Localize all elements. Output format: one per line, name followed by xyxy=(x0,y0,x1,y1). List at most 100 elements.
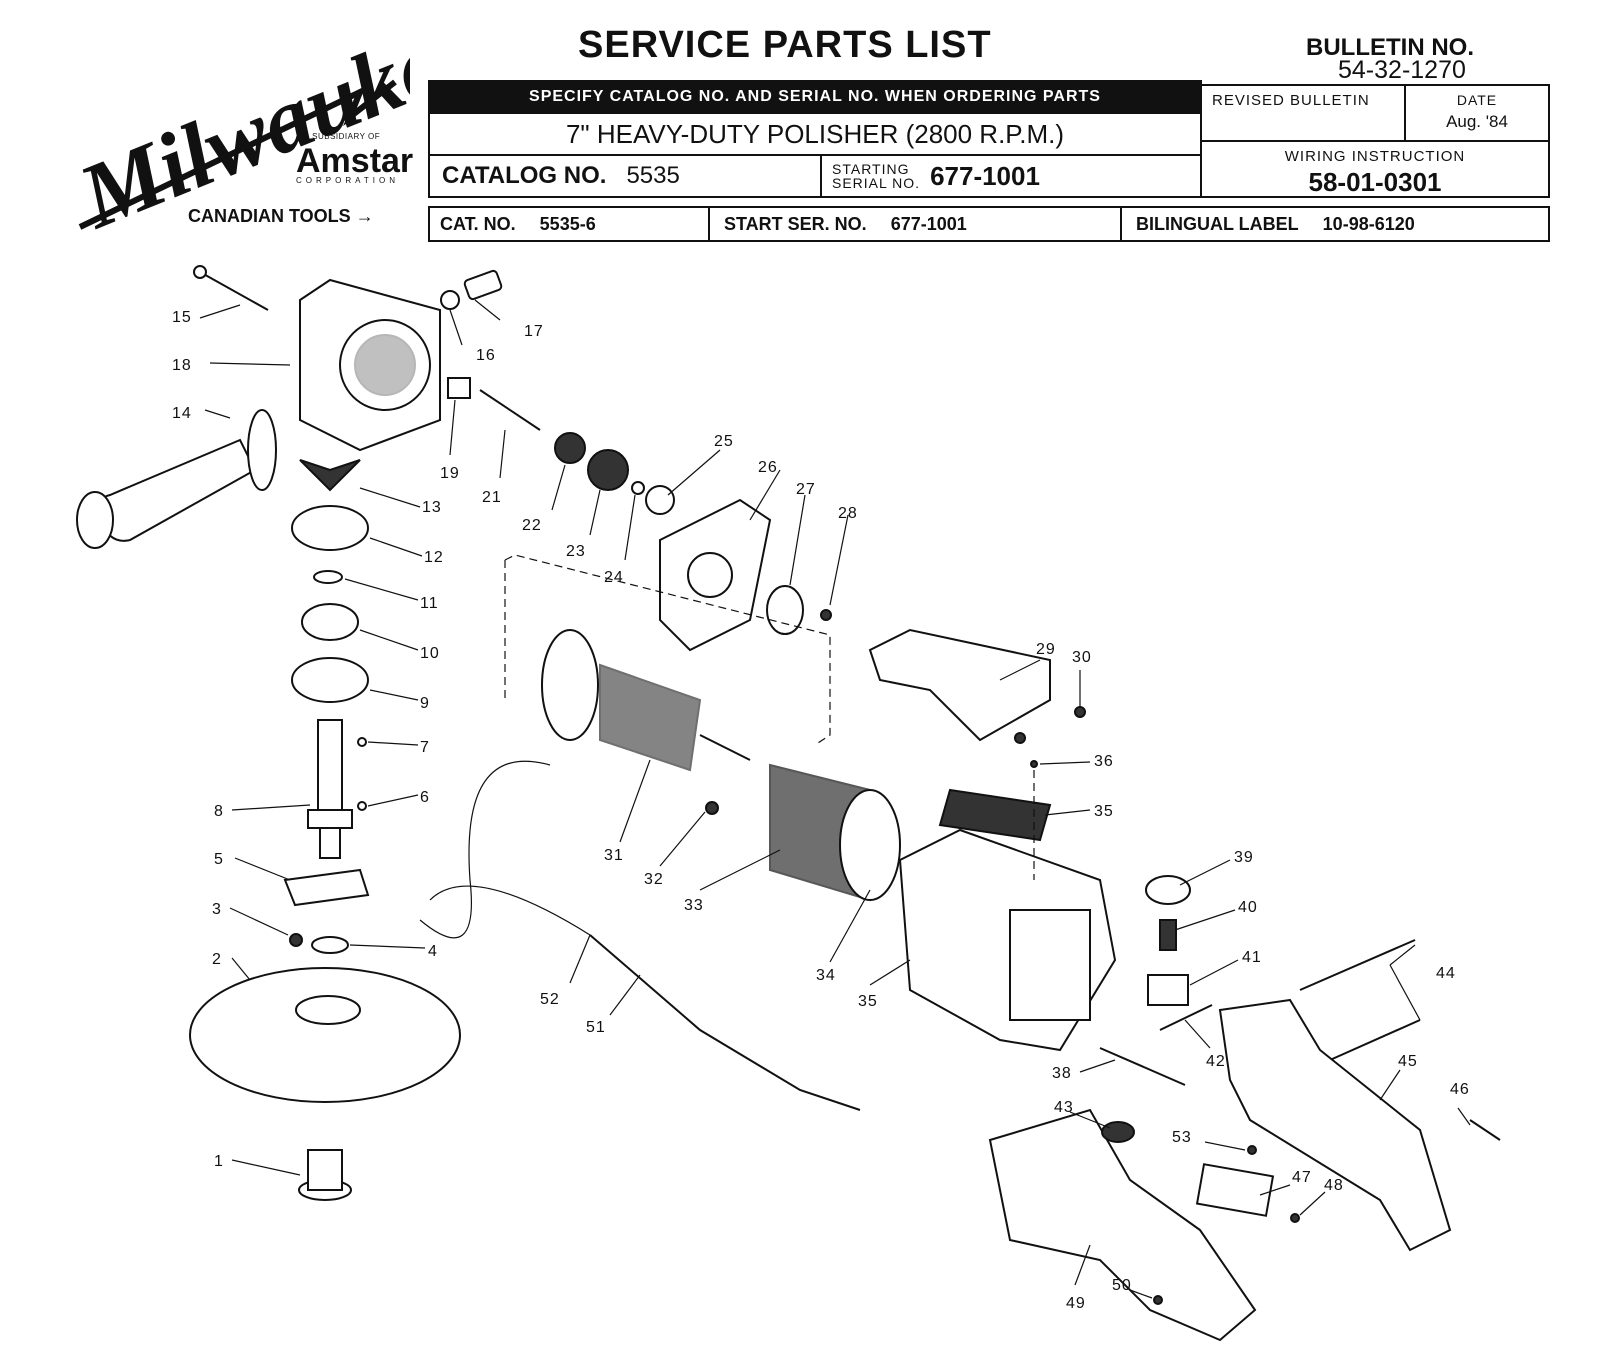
part-48-screw xyxy=(1290,1213,1300,1223)
wiring-number: 58-01-0301 xyxy=(1308,167,1442,197)
part-25-bearing xyxy=(645,485,675,515)
part-12-bearing xyxy=(291,505,369,551)
part-37-rivet xyxy=(1030,760,1038,768)
wiring-instruction-cell: WIRING INSTRUCTION 58-01-0301 xyxy=(1200,140,1550,198)
part-label-11: 11 xyxy=(420,595,439,612)
part-label-47: 47 xyxy=(1292,1169,1312,1186)
part-label-4: 4 xyxy=(428,943,438,960)
part-4-washer xyxy=(311,936,349,954)
milwaukee-logo: Milwaukee xyxy=(64,22,410,232)
date-value: Aug. '84 xyxy=(1446,112,1508,131)
canadian-cat-number: 5535-6 xyxy=(539,213,596,234)
serial-label-line1: STARTING xyxy=(832,161,910,177)
part-11-ring xyxy=(313,570,343,584)
canadian-start-label: START SER. NO. xyxy=(724,213,867,234)
part-7-key xyxy=(357,737,367,747)
corporation-text: CORPORATION xyxy=(296,176,399,185)
part-43-lock-button xyxy=(1101,1121,1135,1143)
part-41-brush-holder xyxy=(1147,974,1189,1006)
serial-label-line2: SERIAL NO. xyxy=(832,175,921,191)
part-label-46: 46 xyxy=(1450,1081,1470,1098)
part-23-gear xyxy=(587,449,629,491)
date-label: DATE xyxy=(1456,92,1498,108)
part-label-27: 27 xyxy=(796,481,816,498)
part-50-screw xyxy=(1153,1295,1163,1305)
part-10-nut xyxy=(301,603,359,641)
catalog-number-cell: CATALOG NO. 5535 xyxy=(428,154,822,198)
part-label-53: 53 xyxy=(1172,1129,1192,1146)
part-label-15: 15 xyxy=(172,309,192,326)
part-label-43: 43 xyxy=(1054,1099,1074,1116)
part-28-screw xyxy=(820,609,832,621)
part-26-bearing-plate xyxy=(659,498,772,652)
specify-note: SPECIFY CATALOG NO. AND SERIAL NO. WHEN … xyxy=(428,80,1202,114)
part-label-10: 10 xyxy=(420,645,440,662)
catalog-number: 5535 xyxy=(626,162,680,189)
part-label-18: 18 xyxy=(172,357,192,374)
part-6-key xyxy=(357,801,367,811)
part-27-bearing xyxy=(766,585,804,635)
part-19-bushing xyxy=(447,377,471,399)
amstar-logo: Amstar xyxy=(296,142,414,180)
part-label-3: 3 xyxy=(212,901,222,918)
bilingual-label-cell: BILINGUAL LABEL 10-98-6120 xyxy=(1120,206,1550,242)
part-label-33: 33 xyxy=(684,897,704,914)
part-label-36: 35 xyxy=(1094,803,1114,820)
part-label-35: 35 xyxy=(858,993,878,1010)
part-22-pinion xyxy=(554,432,586,464)
part-5-flange xyxy=(283,868,370,907)
part-label-31: 31 xyxy=(604,847,624,864)
canadian-catalog-cell: CAT. NO. 5535-6 xyxy=(428,206,710,242)
part-label-44: 44 xyxy=(1436,965,1456,982)
canadian-start-number: 677-1001 xyxy=(890,213,967,234)
part-label-24: 24 xyxy=(604,569,624,586)
canadian-tools-text: CANADIAN TOOLS xyxy=(188,206,351,226)
part-2-backing-pad xyxy=(189,967,461,1103)
part-49-handle-half xyxy=(988,1108,1257,1342)
revised-bulletin-cell: REVISED BULLETIN xyxy=(1200,84,1406,142)
part-label-45: 45 xyxy=(1398,1053,1418,1070)
part-label-32: 32 xyxy=(644,871,664,888)
part-24-ring xyxy=(631,481,645,495)
part-42-spring xyxy=(1159,1004,1213,1031)
serial-label: STARTING SERIAL NO. xyxy=(832,162,920,190)
part-label-13: 13 xyxy=(422,499,442,516)
exploded-parts-diagram: 15 18 14 17 16 19 21 22 23 24 25 26 27 2… xyxy=(76,265,1501,1342)
part-label-49: 49 xyxy=(1066,1295,1086,1312)
part-39-brush-cap xyxy=(1145,875,1191,905)
part-52-wires xyxy=(419,760,551,939)
wiring-label: WIRING INSTRUCTION xyxy=(1284,148,1466,165)
bilingual-label-text: BILINGUAL LABEL xyxy=(1136,213,1299,234)
part-label-48: 48 xyxy=(1324,1177,1344,1194)
part-44-screw-a xyxy=(1299,939,1416,991)
part-label-41: 41 xyxy=(1242,949,1262,966)
part-16-washer xyxy=(440,290,460,310)
part-14-side-handle xyxy=(76,409,277,549)
part-label-25: 25 xyxy=(714,433,734,450)
part-8-spindle xyxy=(307,719,353,859)
part-label-19: 19 xyxy=(440,465,460,482)
part-label-23: 23 xyxy=(566,543,586,560)
product-name: 7" HEAVY-DUTY POLISHER (2800 R.P.M.) xyxy=(428,112,1202,156)
part-label-21: 21 xyxy=(482,489,502,506)
part-label-26: 26 xyxy=(758,459,778,476)
canadian-tools-label: CANADIAN TOOLS → xyxy=(188,206,374,227)
date-cell: DATE Aug. '84 xyxy=(1404,84,1550,142)
part-32-nut xyxy=(705,801,719,815)
part-label-6: 6 xyxy=(420,789,430,806)
part-45-handle-half xyxy=(1218,998,1452,1252)
part-46-screw xyxy=(1469,1119,1501,1141)
part-36-nameplate xyxy=(938,788,1052,842)
serial-number-cell: STARTING SERIAL NO. 677-1001 xyxy=(820,154,1202,198)
part-18-gear-case xyxy=(299,278,441,452)
part-15-screw xyxy=(193,265,269,311)
part-1-clamp-nut xyxy=(298,1149,352,1201)
part-44-screw-b xyxy=(1329,1019,1421,1061)
part-3-screw xyxy=(289,933,303,947)
part-label-38: 38 xyxy=(1052,1065,1072,1082)
part-label-42: 42 xyxy=(1206,1053,1226,1070)
arrow-right-icon: → xyxy=(355,206,374,226)
part-51-cord xyxy=(589,934,861,1111)
bulletin-label: BULLETIN NO. xyxy=(1306,34,1474,61)
part-21-shaft xyxy=(479,389,541,431)
